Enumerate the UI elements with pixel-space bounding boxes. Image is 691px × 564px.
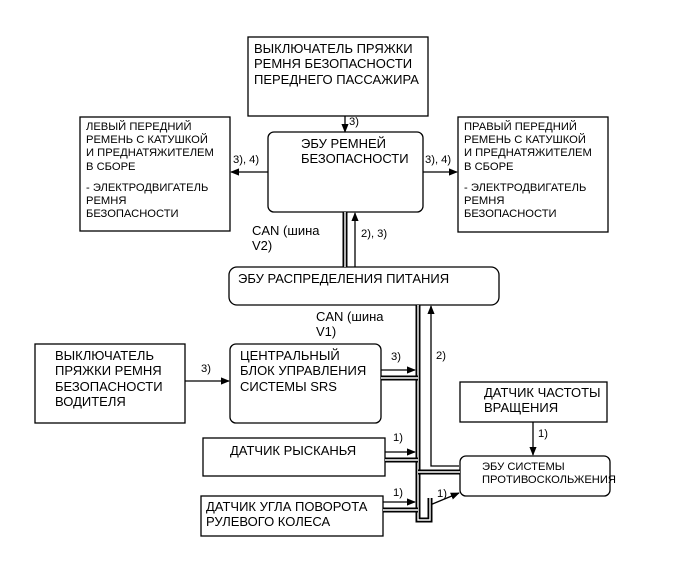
driver-buckle-switch-box (34, 343, 186, 424)
steering-sensor-box (200, 495, 384, 537)
can-bus-v1-trunk (415, 305, 433, 523)
bus-v2-label: CAN (шина V2) (252, 223, 320, 254)
srs-unit-label: ЦЕНТРАЛЬНЫЙ БЛОК УПРАВЛЕНИЯ СИСТЕМЫ SRS (240, 348, 367, 394)
right-belt-motor-label: - ЭЛЕКТРОДВИГАТЕЛЬ РЕМНЯ БЕЗОПАСНОСТИ (464, 182, 587, 221)
power-ecu-box (228, 266, 500, 306)
pass-buckle-switch-label: ВЫКЛЮЧАТЕЛЬ ПРЯЖКИ РЕМНЯ БЕЗОПАСНОСТИ ПЕ… (254, 41, 419, 87)
arrow-vsc-to-power (427, 305, 459, 467)
signal-ecu-to-left: 3), 4) (233, 154, 260, 166)
right-belt-box (457, 116, 609, 233)
power-ecu-label: ЭБУ РАСПРЕДЕЛЕНИЯ ПИТАНИЯ (238, 271, 450, 286)
arrow-bus-to-vsc (429, 492, 460, 506)
left-belt-label: ЛЕВЫЙ ПЕРЕДНИЙ РЕМЕНЬ С КАТУШКОЙ И ПРЕДН… (86, 121, 214, 173)
signal-driver-to-srs: 3) (201, 363, 211, 375)
yaw-sensor-box (202, 437, 386, 477)
left-belt-box (79, 116, 231, 232)
steering-sensor-label: ДАТЧИК УГЛА ПОВОРОТА РУЛЕВОГО КОЛЕСА (206, 499, 368, 530)
driver-buckle-switch-label: ВЫКЛЮЧАТЕЛЬ ПРЯЖКИ РЕМНЯ БЕЗОПАСНОСТИ ВО… (55, 348, 163, 409)
pass-buckle-switch-box (247, 36, 429, 117)
left-belt-motor-label: - ЭЛЕКТРОДВИГАТЕЛЬ РЕМНЯ БЕЗОПАСНОСТИ (86, 182, 209, 221)
seatbelt-ecu-label: ЭБУ РЕМНЕЙ БЕЗОПАСНОСТИ (301, 136, 409, 167)
signal-pass-to-ecu: 3) (349, 116, 359, 128)
signal-bus-to-vsc: 1) (437, 488, 447, 500)
signal-srs-to-bus: 3) (391, 351, 401, 363)
srs-unit-box (229, 343, 382, 424)
signal-vsc-to-power: 2) (436, 350, 446, 362)
vsc-ecu-label: ЭБУ СИСТЕМЫ ПРОТИВОСКОЛЬЖЕНИЯ (482, 461, 616, 487)
signal-steer-to-bus: 1) (393, 487, 403, 499)
signal-ecu-to-right: 3), 4) (425, 154, 452, 166)
right-belt-label: ПРАВЫЙ ПЕРЕДНИЙ РЕМЕНЬ С КАТУШКОЙ И ПРЕД… (464, 121, 592, 173)
yaw-sensor-label: ДАТЧИК РЫСКАНЬЯ (230, 443, 357, 458)
vsc-ecu-box (459, 455, 611, 497)
signal-speed-to-vsc: 1) (538, 428, 548, 440)
signal-power-to-ecu: 2), 3) (361, 228, 388, 240)
speed-sensor-label: ДАТЧИК ЧАСТОТЫ ВРАЩЕНИЯ (484, 385, 601, 416)
signal-yaw-to-bus: 1) (393, 432, 403, 444)
bus-v1-label: CAN (шина V1) (316, 309, 384, 340)
